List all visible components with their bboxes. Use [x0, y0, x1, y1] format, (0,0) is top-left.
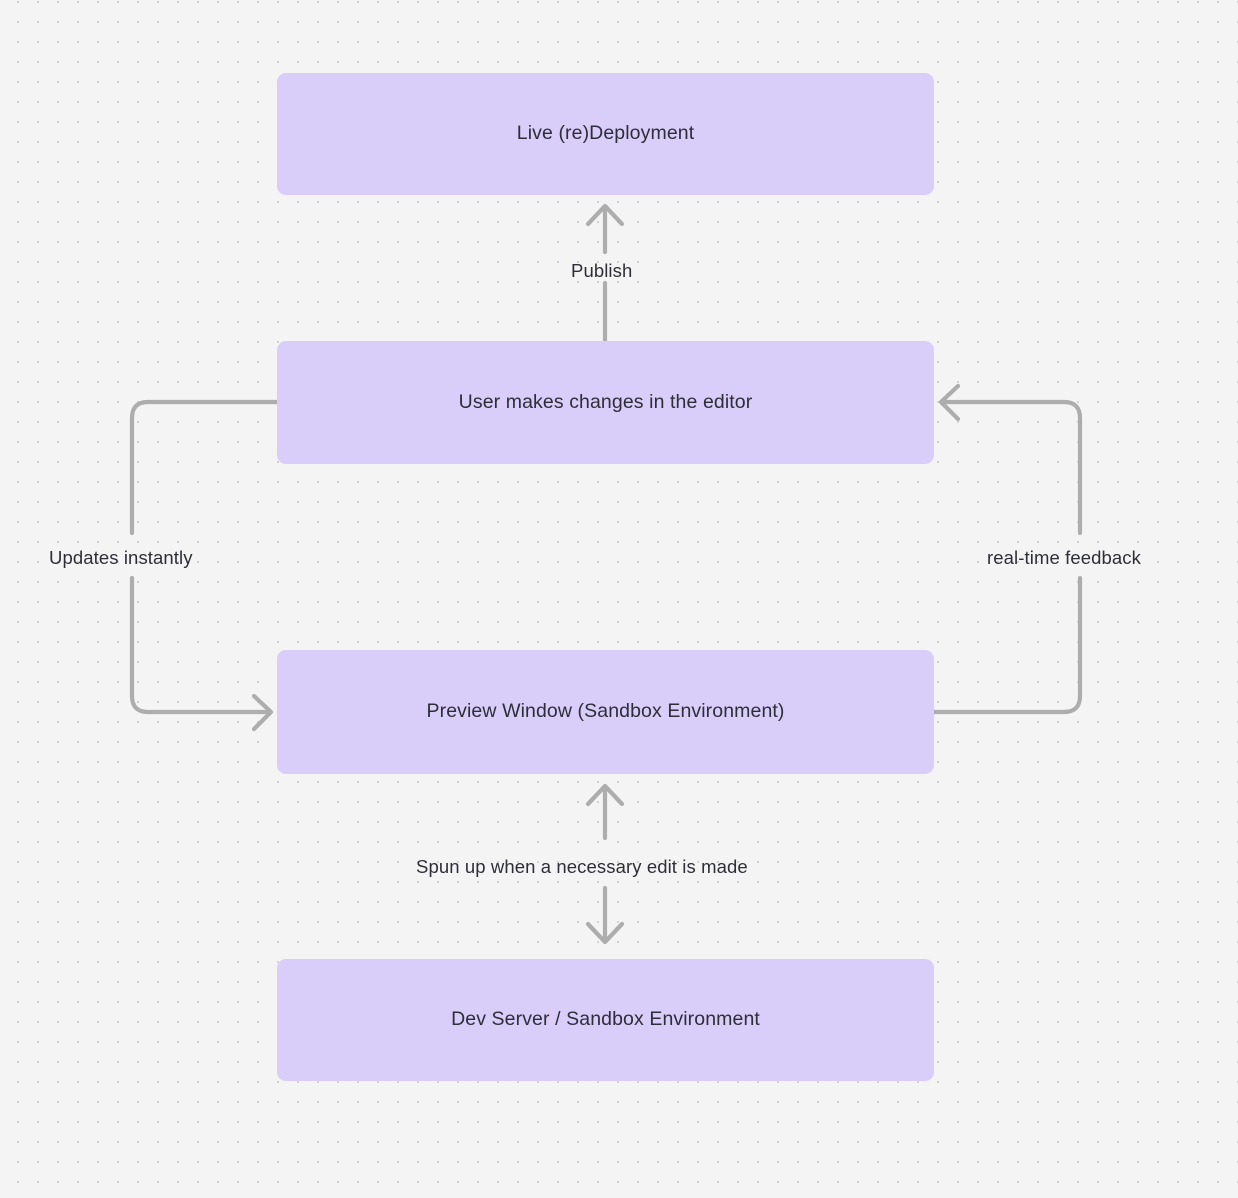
node-dev-server[interactable]: Dev Server / Sandbox Environment [277, 959, 934, 1081]
node-live-redeployment[interactable]: Live (re)Deployment [277, 73, 934, 195]
arrowhead-up [585, 783, 625, 807]
arrowhead-up [585, 203, 625, 227]
edge-label-realtime-feedback: real-time feedback [987, 547, 1141, 568]
arrowhead-down [585, 921, 625, 945]
arrowhead-right [251, 693, 274, 732]
node-user-makes-changes[interactable]: User makes changes in the editor [277, 341, 934, 464]
node-label: Live (re)Deployment [516, 122, 695, 145]
node-label: User makes changes in the editor [458, 390, 753, 413]
node-preview-window[interactable]: Preview Window (Sandbox Environment) [277, 650, 934, 774]
node-label: Dev Server / Sandbox Environment [451, 1008, 760, 1031]
edge-label-updates-instantly: Updates instantly [49, 547, 193, 568]
arrowhead-left [938, 383, 961, 422]
edge-label-publish: Publish [571, 260, 633, 281]
node-label: Preview Window (Sandbox Environment) [426, 700, 785, 723]
edge-label-spun-up: Spun up when a necessary edit is made [416, 856, 748, 877]
